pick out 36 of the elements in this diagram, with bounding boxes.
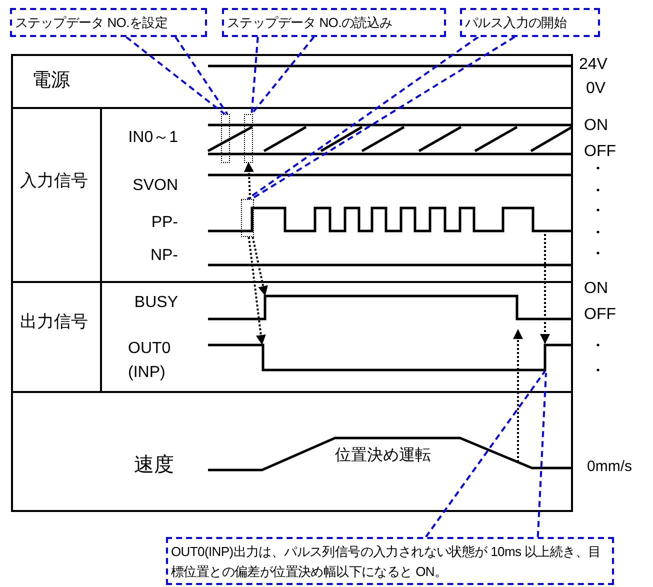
callout-box: パルス入力の開始 <box>460 8 600 37</box>
callout-box: ステップデータ NO.の読込み <box>222 8 446 37</box>
speed-label: 0mm/s <box>587 458 632 476</box>
signal-name: BUSY <box>134 293 178 312</box>
leader-line <box>126 36 226 115</box>
signal-name: NP- <box>150 246 178 266</box>
signal-name: PP- <box>151 213 178 232</box>
signal-name: OUT0 (INP) <box>128 339 172 383</box>
row-header: 出力信号 <box>20 312 88 332</box>
phase-label: 位置決め運転 <box>335 446 431 466</box>
voltage-label: 24V <box>579 55 608 74</box>
arrow <box>252 236 268 296</box>
leader-line <box>250 36 516 200</box>
leader-line <box>425 370 546 538</box>
state-label: OFF <box>584 142 616 162</box>
voltage-label: 0V <box>586 79 606 98</box>
dotted-marker-box <box>221 114 230 163</box>
dotted-marker-box <box>241 199 254 237</box>
state-label: OFF <box>584 305 616 324</box>
row-header: 電源 <box>32 70 70 93</box>
state-label: ON <box>584 279 608 298</box>
row-header: 速度 <box>134 453 174 477</box>
leader-line <box>250 36 315 115</box>
dotted-marker-box <box>244 114 253 163</box>
callout-box: OUT0(INP)出力は、パルス列信号の入力されない状態が 10ms 以上続き、目標位置との偏差が位置決め幅以下になると ON。 <box>166 537 614 585</box>
leader-line <box>250 36 259 114</box>
leader-line <box>174 36 228 115</box>
arrow <box>248 236 266 345</box>
leader-line <box>536 372 547 538</box>
signal-name: SVON <box>132 176 178 196</box>
state-label: ON <box>584 116 608 136</box>
callout-box: ステップデータ NO.を設定 <box>10 8 207 37</box>
arrow <box>244 162 254 200</box>
row-header: 入力信号 <box>20 171 88 192</box>
leader-line <box>246 36 479 200</box>
signal-name: IN0～1 <box>128 128 178 148</box>
